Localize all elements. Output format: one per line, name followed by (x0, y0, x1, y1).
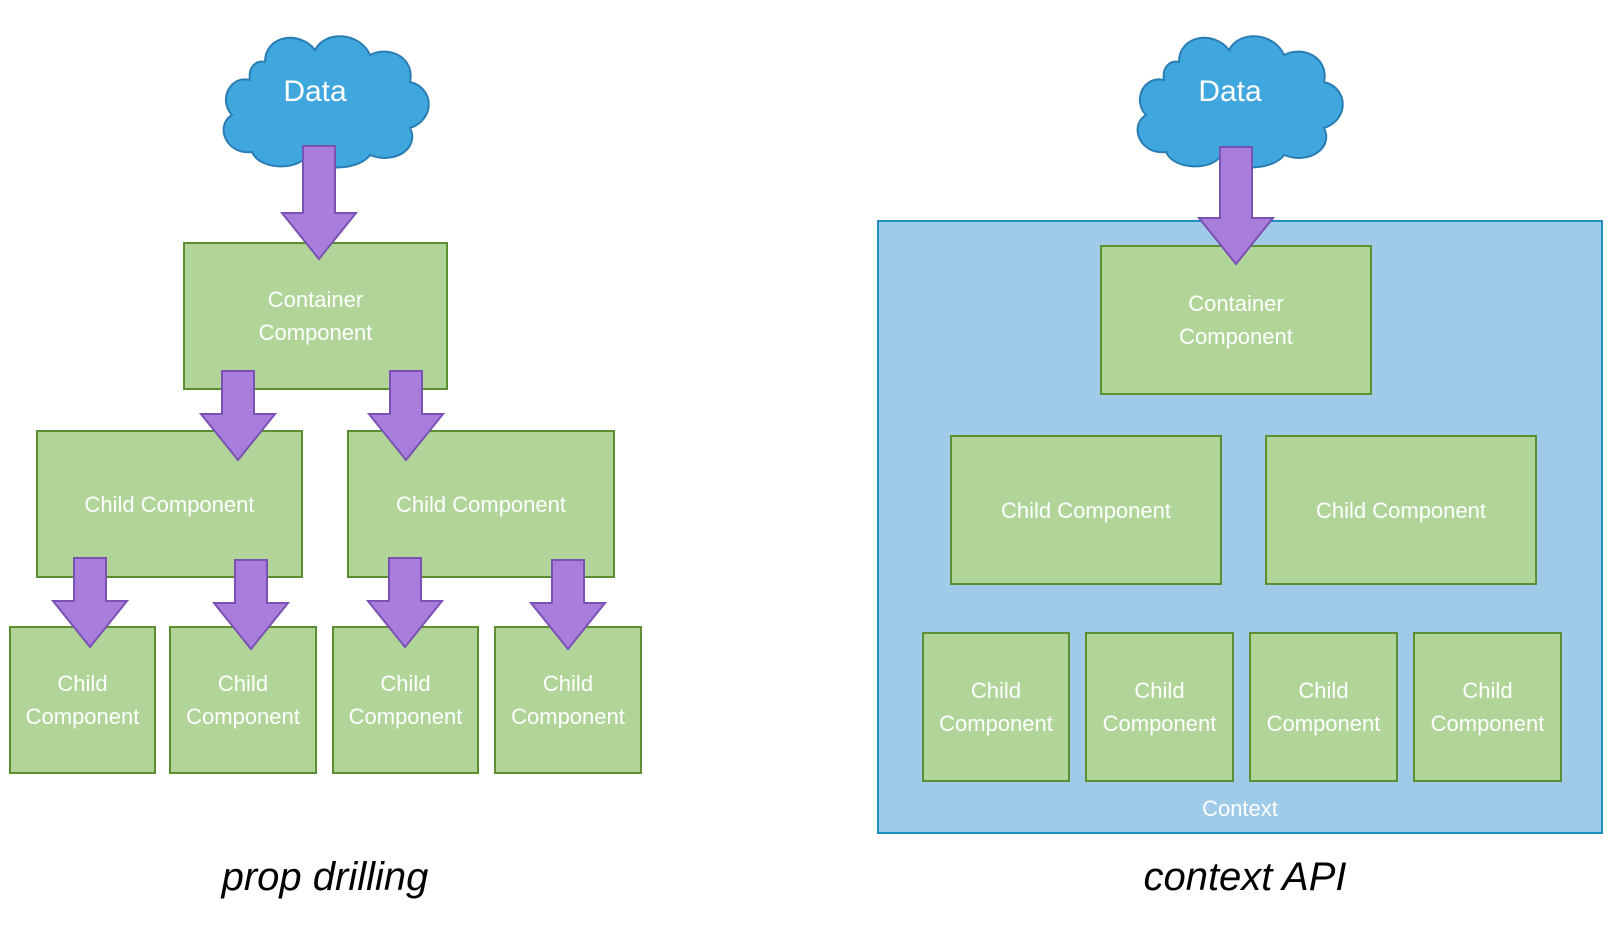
container-label-line2: Component (258, 320, 373, 345)
data-cloud-label: Data (1198, 75, 1262, 108)
child-label-line1: Child (57, 671, 108, 696)
down-arrow-icon (367, 370, 445, 462)
child-label-line2: Component (1102, 711, 1217, 736)
child-label-line2: Component (1430, 711, 1545, 736)
down-arrow-icon (199, 370, 277, 462)
child-component-label: Child Component (1001, 497, 1171, 523)
child-label-line1: Child (380, 671, 431, 696)
down-arrow-icon (529, 559, 607, 651)
child-label-line2: Component (25, 704, 140, 729)
down-arrow-icon (51, 557, 129, 649)
child-label-line1: Child (217, 671, 269, 696)
container-label-line1: Container (267, 287, 364, 312)
down-arrow-icon (280, 145, 358, 261)
child-label-line1: Child (970, 678, 1022, 703)
child-label-line1: Child (1298, 678, 1349, 703)
child-component: Child Component (950, 435, 1222, 585)
down-arrow-icon (366, 557, 444, 649)
child-component-label: Child Component (396, 491, 566, 517)
down-arrow-icon (1197, 146, 1275, 266)
child-label-line2: Component (348, 704, 463, 729)
data-cloud-icon (222, 35, 430, 169)
child-component: Child Component (36, 430, 303, 578)
caption-prop-drilling: prop drilling (221, 855, 429, 899)
child-label-line2: Component (939, 711, 1053, 736)
caption-context-api: context API (1143, 855, 1347, 899)
child-component-label: Child Component (84, 491, 255, 517)
child-label-line1: Child (1134, 678, 1185, 703)
container-label-line1: Container (1188, 291, 1284, 316)
child-label-line2: Component (511, 704, 625, 729)
data-cloud-label: Data (283, 75, 347, 108)
child-component-label: Child Component (1316, 497, 1486, 523)
child-component: Child Component (347, 430, 615, 578)
child-label-line1: Child (542, 671, 594, 696)
child-component: Child Component (1265, 435, 1537, 585)
child-label-line2: Component (186, 704, 300, 729)
data-cloud-icon (1136, 35, 1344, 169)
context-label: Context (1202, 796, 1278, 821)
container-label-line2: Component (1179, 324, 1293, 349)
down-arrow-icon (212, 559, 290, 651)
child-label-line1: Child (1462, 678, 1513, 703)
child-label-line2: Component (1266, 711, 1381, 736)
